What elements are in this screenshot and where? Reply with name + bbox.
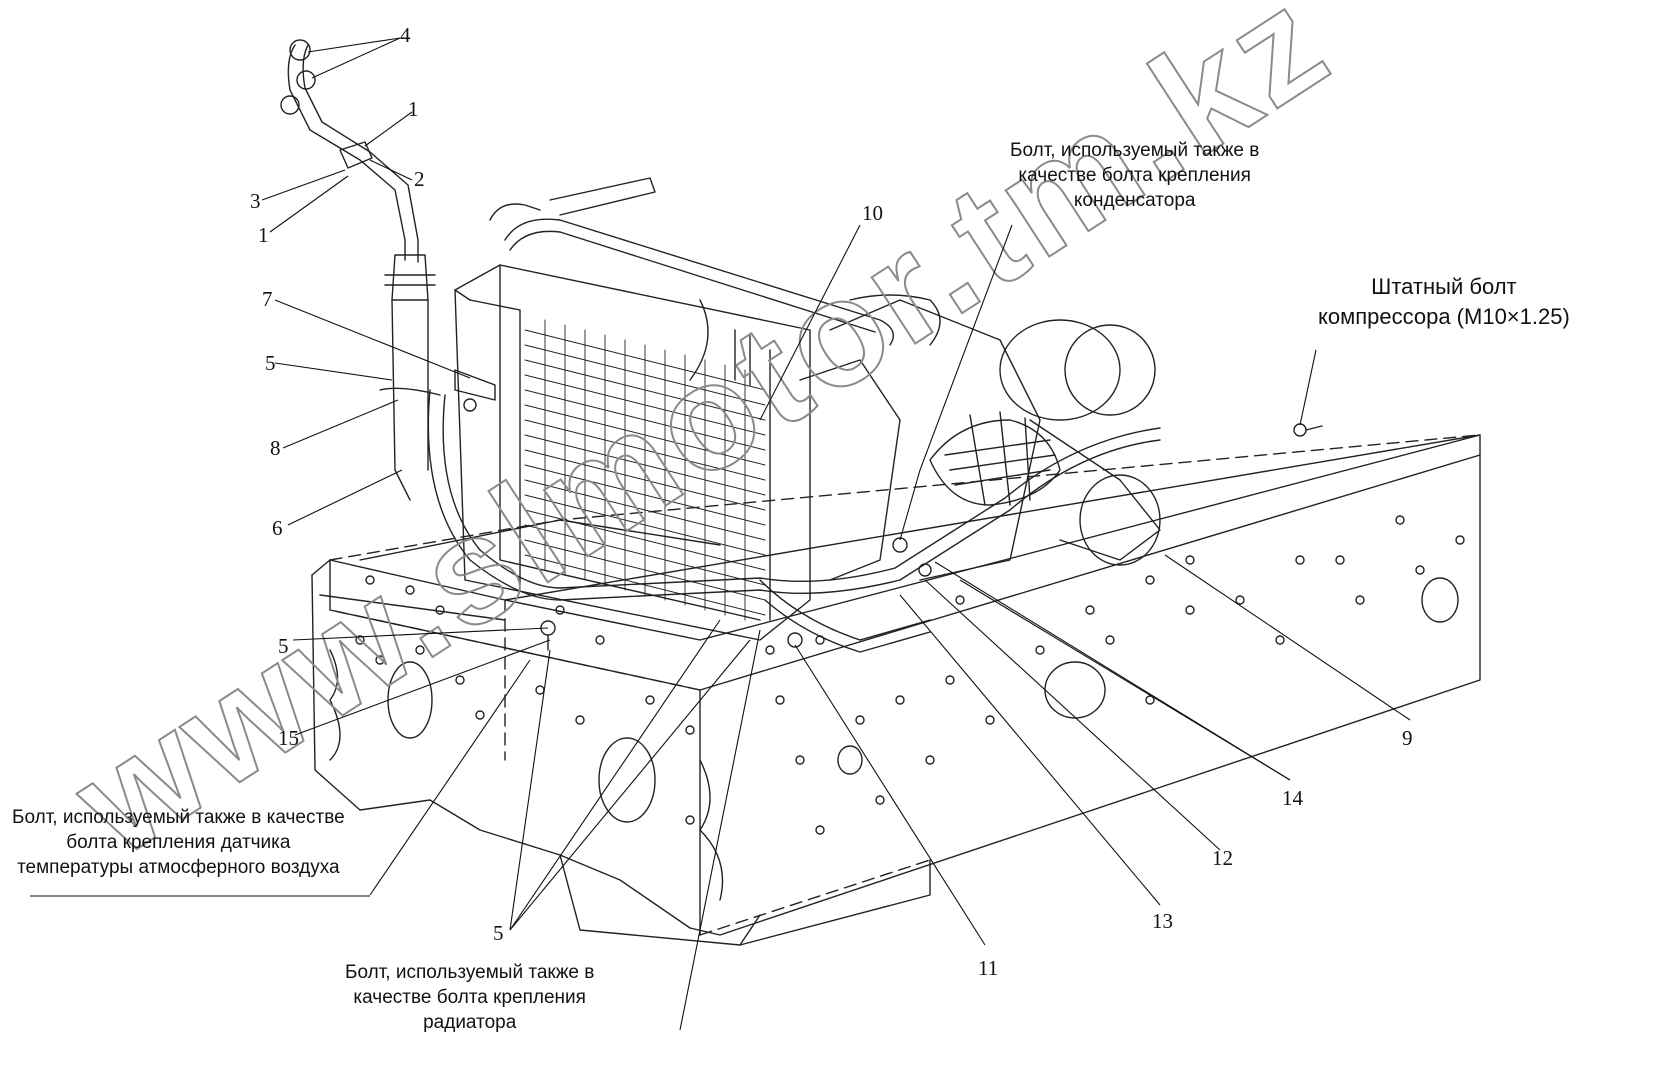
callout-6: 6 bbox=[272, 516, 283, 540]
note-sensor-line-3: температуры атмосферного воздуха bbox=[17, 857, 340, 878]
callout-10: 10 bbox=[862, 201, 883, 225]
callout-2: 2 bbox=[414, 167, 425, 191]
note-compressor-line-2: компрессора (М10×1.25) bbox=[1318, 304, 1570, 329]
note-radiator-line-2: качестве болта крепления bbox=[353, 987, 586, 1008]
note-condenser-line-1: Болт, используемый также в bbox=[1010, 140, 1260, 161]
callout-12: 12 bbox=[1212, 846, 1233, 870]
callout-13: 13 bbox=[1152, 909, 1173, 933]
callout-3: 3 bbox=[250, 189, 261, 213]
callout-11: 11 bbox=[978, 956, 998, 980]
note-sensor-line-2: болта крепления датчика bbox=[66, 832, 291, 853]
callout-8: 8 bbox=[270, 436, 281, 460]
note-condenser-line-2: качестве болта крепления bbox=[1018, 165, 1251, 186]
compressor-area bbox=[799, 299, 1161, 581]
frame-holes bbox=[355, 515, 1465, 835]
top-pipes bbox=[489, 177, 941, 386]
note-compressor-bolt: Штатный болт компрессора (М10×1.25) bbox=[1318, 272, 1570, 332]
note-radiator-line-3: радиатора bbox=[423, 1012, 517, 1033]
callout-9: 9 bbox=[1402, 726, 1413, 750]
radiator-condenser bbox=[454, 264, 811, 641]
leader-lines bbox=[30, 37, 1411, 1031]
note-radiator-bolt: Болт, используемый также в качестве болт… bbox=[345, 960, 594, 1035]
note-sensor-line-1: Болт, используемый также в качестве bbox=[12, 807, 345, 828]
left-pipe bbox=[280, 39, 496, 501]
callout-5-mid: 5 bbox=[278, 634, 289, 658]
refrigerant-hoses bbox=[427, 389, 1161, 653]
callout-7: 7 bbox=[262, 287, 273, 311]
callout-5-bottom: 5 bbox=[493, 921, 504, 945]
watermark: www.slmotor.tm.kz bbox=[45, 0, 1358, 887]
callout-5-top: 5 bbox=[265, 351, 276, 375]
callout-14: 14 bbox=[1282, 786, 1304, 810]
note-radiator-line-1: Болт, используемый также в bbox=[345, 962, 595, 983]
callout-numbers: 4 1 2 3 1 7 5 8 6 10 5 15 9 14 12 13 11 … bbox=[250, 23, 1413, 980]
callout-15: 15 bbox=[278, 726, 299, 750]
callout-1-bottom: 1 bbox=[258, 223, 269, 247]
callout-1-top: 1 bbox=[408, 97, 419, 121]
callout-4: 4 bbox=[400, 23, 411, 47]
note-sensor-bolt: Болт, используемый также в качестве болт… bbox=[12, 805, 345, 880]
note-condenser-bolt: Болт, используемый также в качестве болт… bbox=[1010, 138, 1259, 213]
note-condenser-line-3: конденсатора bbox=[1073, 190, 1196, 211]
note-compressor-line-1: Штатный болт bbox=[1371, 274, 1517, 299]
